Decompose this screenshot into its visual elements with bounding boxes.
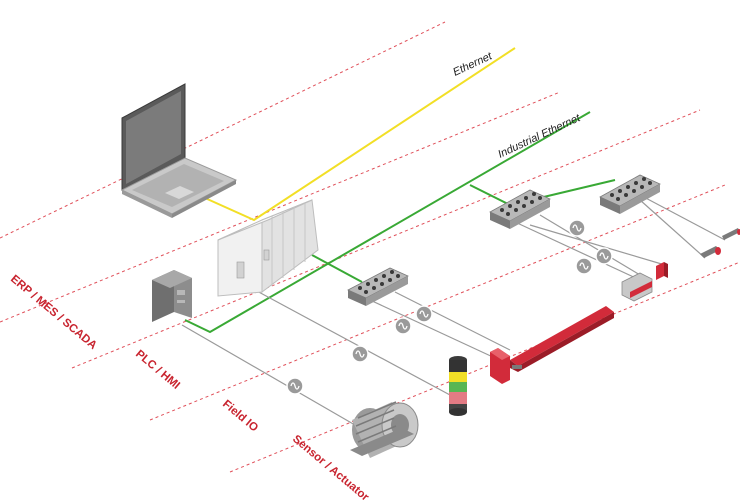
sine-wave-icon xyxy=(286,377,304,395)
level-label-plc: PLC / HMI xyxy=(133,348,182,392)
sine-wave-icon xyxy=(575,257,593,275)
level-label-field-io: Field IO xyxy=(220,398,260,434)
control-cabinet-icon xyxy=(152,270,192,322)
level-separators xyxy=(0,21,740,473)
industrial-ethernet-branch-2 xyxy=(469,184,511,206)
cable-plc-stacklight xyxy=(254,289,451,396)
cable-io2-light xyxy=(529,224,666,266)
proximity-sensor-icon xyxy=(621,272,653,302)
io-block-icon xyxy=(599,174,661,214)
io-block-icon xyxy=(347,267,409,306)
cable-io3-sensor-c xyxy=(639,199,706,259)
cable-io1-curtain-2 xyxy=(394,291,511,351)
level-line-5 xyxy=(229,261,740,473)
sine-wave-icon xyxy=(595,247,613,265)
sine-wave-icon xyxy=(568,219,586,237)
industrial-ethernet-label: Industrial Ethernet xyxy=(496,112,583,161)
laptop-icon xyxy=(120,83,238,218)
ethernet-network: Ethernet xyxy=(204,47,516,222)
sine-wave-icon xyxy=(415,305,433,323)
level-label-erp: ERP / MES / SCADA xyxy=(8,273,99,352)
proximity-sensor-icon xyxy=(722,228,740,240)
industrial-ethernet-backbone xyxy=(184,111,591,334)
converter-icons xyxy=(286,219,613,395)
signal-tower-icon xyxy=(449,356,467,416)
ethernet-label: Ethernet xyxy=(451,50,495,79)
cable-io2-sensor-a xyxy=(514,221,641,281)
cable-io1-curtain xyxy=(369,299,496,359)
cable-io3-sensor-d xyxy=(639,194,726,241)
level-line-1 xyxy=(0,21,446,239)
io-block-icon xyxy=(489,189,551,229)
cable-io2-sensor-b xyxy=(539,214,641,276)
ethernet-cable xyxy=(204,47,516,222)
light-curtain-icon xyxy=(490,306,614,384)
field-cables xyxy=(181,194,726,426)
industrial-ethernet-branch-1 xyxy=(311,254,363,283)
level-line-3 xyxy=(71,109,701,369)
motor-icon xyxy=(350,401,419,458)
sine-wave-icon xyxy=(351,345,369,363)
level-line-2 xyxy=(0,91,561,323)
sine-wave-icon xyxy=(394,317,412,335)
proximity-sensor-icon xyxy=(700,246,721,258)
proximity-sensor-icon xyxy=(656,262,668,280)
level-line-4 xyxy=(149,184,726,421)
cable-hmi-motor xyxy=(181,324,356,426)
plc-rack-icon xyxy=(217,199,319,297)
